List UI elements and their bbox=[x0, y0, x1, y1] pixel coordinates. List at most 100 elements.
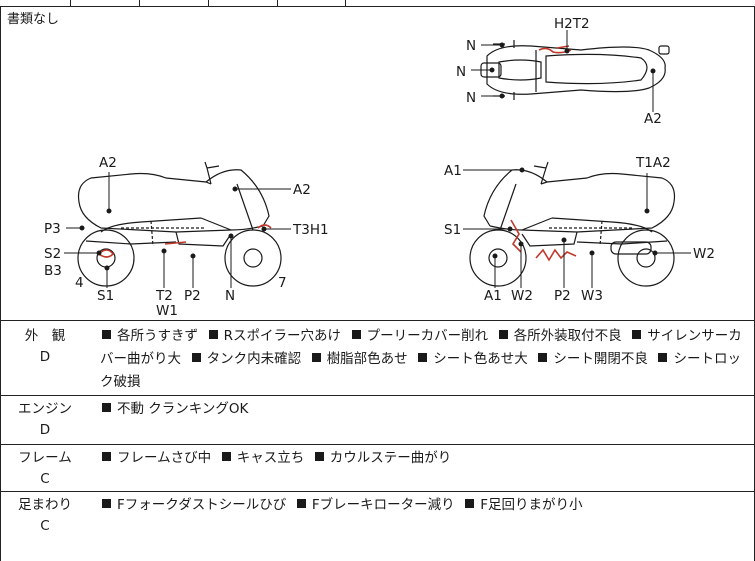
category-grade: D bbox=[39, 422, 51, 438]
defect-item: カウルステー曲がり bbox=[313, 450, 452, 466]
defect-item: 樹脂部色あせ bbox=[310, 351, 408, 367]
square-bullet-icon bbox=[102, 499, 111, 508]
square-bullet-icon bbox=[632, 330, 642, 339]
section-category: 足まわり C bbox=[1, 495, 89, 537]
category-grade: C bbox=[40, 471, 50, 487]
label-right-w2-bottom: W2 bbox=[511, 288, 533, 304]
section-exterior: 外 観 D 各所うすきず Rスポイラー穴あけ プーリーカバー削れ 各所外装取付不… bbox=[0, 321, 755, 396]
label-left-s2: S2 bbox=[44, 246, 61, 262]
top-table-edge bbox=[0, 0, 755, 7]
label-top-a2: A2 bbox=[644, 111, 662, 127]
category-grade: C bbox=[40, 518, 50, 534]
defect-item: 各所うすきず bbox=[100, 328, 198, 344]
label-right-w3: W3 bbox=[581, 288, 603, 304]
section-engine: エンジン D 不動 クランキングOK bbox=[0, 396, 755, 445]
label-left-n: N bbox=[225, 288, 235, 304]
label-left-p2: P2 bbox=[184, 288, 201, 304]
defect-item-text: シートロック破損 bbox=[100, 351, 741, 390]
square-bullet-icon bbox=[191, 353, 201, 362]
label-left-4: 4 bbox=[75, 275, 84, 291]
defect-item-text: カウルステー曲がり bbox=[329, 450, 452, 466]
label-left-7: 7 bbox=[278, 275, 287, 291]
label-right-p2: P2 bbox=[554, 288, 571, 304]
defect-item: 不動 クランキングOK bbox=[100, 401, 248, 417]
square-bullet-icon bbox=[465, 499, 475, 508]
square-bullet-icon bbox=[311, 353, 321, 362]
defect-item: 各所外装取付不良 bbox=[497, 328, 622, 344]
square-bullet-icon bbox=[102, 452, 111, 461]
defect-item: Rスポイラー穴あけ bbox=[207, 328, 341, 344]
section-items: 不動 クランキングOK bbox=[100, 398, 746, 421]
defect-item-text: タンク内未確認 bbox=[206, 351, 302, 367]
label-top-n1: N bbox=[466, 38, 476, 54]
category-label: 外 観 bbox=[24, 328, 66, 344]
right-view-leaders bbox=[463, 167, 691, 288]
label-left-w1: W1 bbox=[156, 303, 178, 319]
scooter-diagrams: H2T2 N N N A2 bbox=[44, 16, 715, 319]
scooter-top-view bbox=[480, 40, 670, 100]
section-category: フレーム C bbox=[1, 448, 89, 490]
defect-item-text: F足回りまがり小 bbox=[480, 497, 583, 513]
label-left-a2-top: A2 bbox=[99, 155, 117, 171]
defect-item-text: 各所外装取付不良 bbox=[513, 328, 622, 344]
square-bullet-icon bbox=[498, 330, 508, 339]
defect-item: キャス立ち bbox=[220, 450, 305, 466]
square-bullet-icon bbox=[314, 452, 324, 461]
label-right-t1a2: T1A2 bbox=[635, 155, 671, 171]
scooter-left-view bbox=[77, 161, 282, 287]
defect-item: F足回りまがり小 bbox=[463, 497, 582, 513]
square-bullet-icon bbox=[102, 330, 111, 339]
right-view-damage-marks bbox=[510, 219, 577, 262]
defect-item-text: 樹脂部色あせ bbox=[326, 351, 408, 367]
square-bullet-icon bbox=[418, 353, 428, 362]
square-bullet-icon bbox=[658, 353, 668, 362]
defect-item: シート色あせ大 bbox=[416, 351, 528, 367]
no-documents-note: 書類なし bbox=[7, 12, 60, 27]
category-label: 足まわり bbox=[18, 497, 72, 513]
left-view-damage-marks bbox=[97, 224, 272, 258]
label-left-p3: P3 bbox=[44, 221, 61, 237]
label-top-n3: N bbox=[466, 90, 476, 106]
condition-diagram-panel: 書類なし bbox=[0, 6, 755, 321]
defect-item-text: サイレンサーカバー曲がり大 bbox=[100, 328, 742, 367]
label-right-w2: W2 bbox=[693, 246, 715, 262]
defect-item: シート開閉不良 bbox=[536, 351, 648, 367]
defect-item: Fフォークダストシールひび bbox=[100, 497, 286, 513]
defect-item: サイレンサーカバー曲がり大 bbox=[100, 328, 742, 367]
label-right-a1-bottom: A1 bbox=[484, 288, 502, 304]
scooter-right-view bbox=[469, 161, 676, 287]
category-grade: D bbox=[39, 349, 51, 365]
section-items: Fフォークダストシールひび Fブレーキローター減り F足回りまがり小 bbox=[100, 494, 746, 517]
label-top-n2: N bbox=[456, 64, 466, 80]
section-items: フレームさび中 キャス立ち カウルステー曲がり bbox=[100, 447, 746, 470]
defect-item: シートロック破損 bbox=[100, 351, 741, 390]
square-bullet-icon bbox=[538, 353, 548, 362]
label-left-b3: B3 bbox=[44, 263, 62, 279]
label-top-h2t2: H2T2 bbox=[554, 16, 590, 32]
label-right-s1: S1 bbox=[444, 222, 461, 238]
defect-item-text: Fブレーキローター減り bbox=[311, 497, 455, 513]
section-items: 各所うすきず Rスポイラー穴あけ プーリーカバー削れ 各所外装取付不良 サイレン… bbox=[100, 325, 746, 394]
square-bullet-icon bbox=[221, 452, 231, 461]
left-view-leaders bbox=[64, 172, 291, 288]
defect-item-text: 各所うすきず bbox=[117, 328, 198, 344]
square-bullet-icon bbox=[208, 330, 218, 339]
defect-item-text: プーリーカバー削れ bbox=[366, 328, 489, 344]
defect-item-text: Rスポイラー穴あけ bbox=[223, 328, 341, 344]
square-bullet-icon bbox=[296, 499, 306, 508]
top-view-leaders bbox=[471, 30, 656, 112]
label-left-t2: T2 bbox=[155, 288, 173, 304]
defect-item: フレームさび中 bbox=[100, 450, 211, 466]
defect-item: Fブレーキローター減り bbox=[295, 497, 455, 513]
defect-item-text: フレームさび中 bbox=[117, 450, 212, 466]
label-right-a1-top: A1 bbox=[444, 163, 462, 179]
defect-item-text: 不動 クランキングOK bbox=[117, 401, 249, 417]
section-category: 外 観 D bbox=[1, 326, 89, 368]
label-left-t3h1: T3H1 bbox=[292, 222, 329, 238]
label-left-a2-right: A2 bbox=[293, 182, 311, 198]
square-bullet-icon bbox=[102, 403, 111, 412]
section-suspension: 足まわり C Fフォークダストシールひび Fブレーキローター減り F足回りまがり… bbox=[0, 492, 755, 561]
category-label: エンジン bbox=[18, 401, 72, 417]
defect-item-text: キャス立ち bbox=[236, 450, 305, 466]
